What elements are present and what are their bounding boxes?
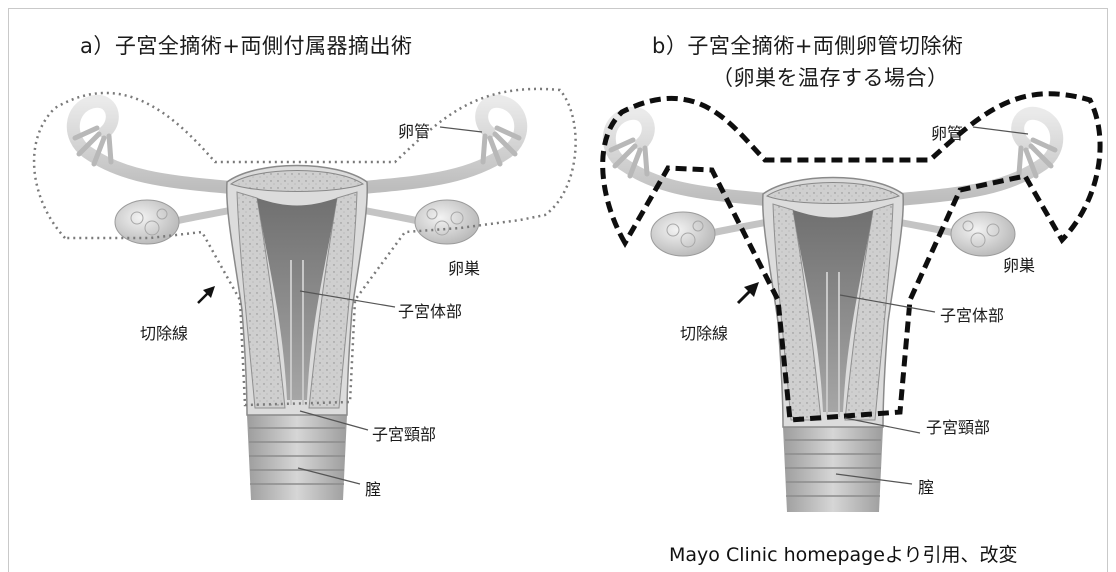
source-caption: Mayo Clinic homepageより引用、改変 <box>669 540 1018 567</box>
panel-a-label-ovary: 卵巣 <box>448 255 480 279</box>
panel-b-subtitle: （卵巣を温存する場合） <box>712 62 949 92</box>
panel-a-label-uterine-body: 子宮体部 <box>398 298 462 322</box>
panel-b-label-vagina: 腟 <box>918 474 934 498</box>
panel-a-label-vagina: 腟 <box>365 476 381 500</box>
panel-a-label-tube: 卵管 <box>398 118 430 142</box>
panel-b-label-ovary: 卵巣 <box>1003 252 1035 276</box>
panel-a-title: a）子宮全摘術+両側付属器摘出術 <box>80 30 412 60</box>
panel-b-title: b）子宮全摘術+両側卵管切除術 <box>652 30 963 60</box>
panel-a-label-resection-line: 切除線 <box>140 320 188 344</box>
panel-a-label-cervix: 子宮頸部 <box>372 421 436 445</box>
panel-b-label-cervix: 子宮頸部 <box>926 414 990 438</box>
panel-b-label-uterine-body: 子宮体部 <box>940 302 1004 326</box>
panel-b-label-tube: 卵管 <box>931 120 963 144</box>
panel-b-label-resection-line: 切除線 <box>680 320 728 344</box>
